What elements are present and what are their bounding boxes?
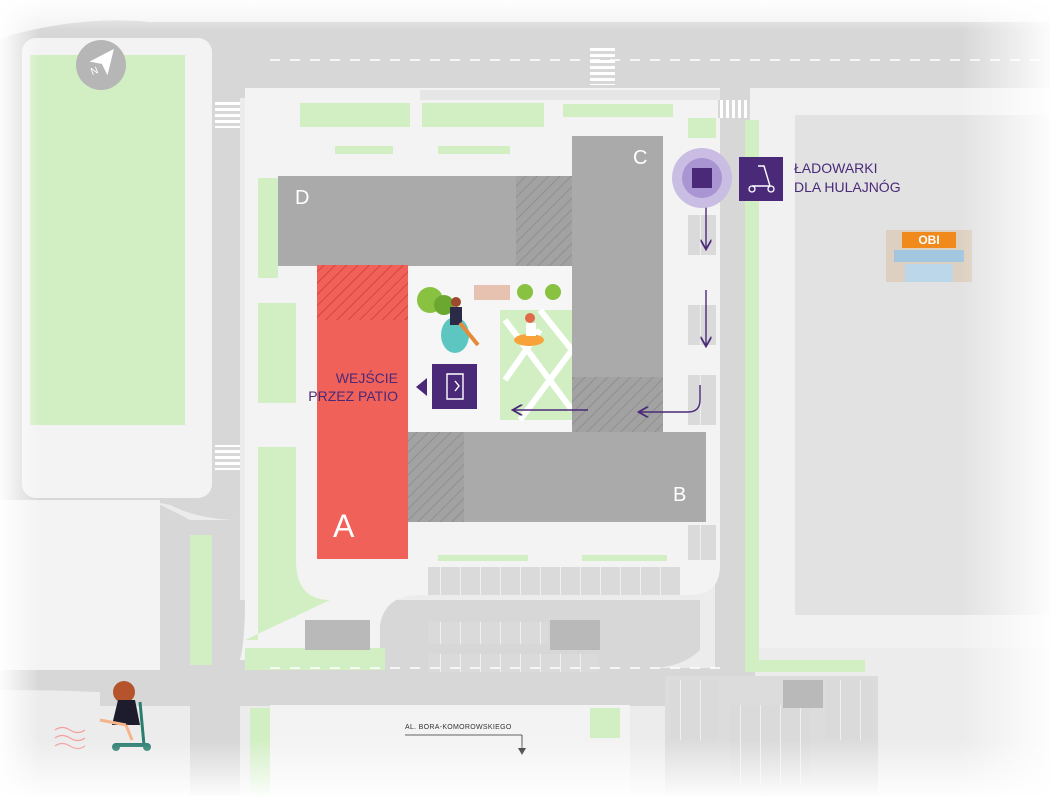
building-b	[462, 432, 706, 522]
charging-label-line1: ŁADOWARKI	[794, 160, 878, 176]
route-arrows	[514, 200, 706, 412]
entrance-label-line2: PRZEZ PATIO	[308, 388, 398, 404]
entrance-icon[interactable]	[416, 364, 477, 409]
obi-logo-text: OBI	[918, 233, 940, 247]
entrance-label: WEJŚCIE PRZEZ PATIO	[280, 369, 398, 405]
connector-cb	[572, 377, 663, 432]
building-d-label: D	[295, 187, 310, 209]
charging-label: ŁADOWARKI DLA HULAJNÓG	[794, 159, 901, 197]
building-b-label: B	[673, 484, 687, 506]
lane-markings	[270, 59, 1050, 669]
street-name-label: AL. BORA-KOMOROWSKIEGO	[405, 724, 512, 731]
charging-label-line2: DLA HULAJNÓG	[794, 179, 901, 195]
crosswalks	[215, 45, 748, 470]
compass-icon	[76, 40, 126, 90]
charging-station-marker[interactable]	[672, 148, 732, 208]
patio-garden	[417, 284, 575, 422]
connector-ab	[408, 432, 464, 522]
building-c-label: C	[633, 147, 648, 169]
building-a-label: A	[333, 508, 355, 544]
entrance-label-line1: WEJŚCIE	[335, 370, 398, 386]
connector-dc	[516, 176, 573, 266]
buildings	[278, 136, 706, 559]
green-areas	[30, 55, 865, 796]
building-d	[278, 176, 518, 266]
connector-da	[317, 265, 408, 320]
obi-store-logo	[886, 230, 972, 282]
scooter-charger-icon	[739, 157, 783, 201]
